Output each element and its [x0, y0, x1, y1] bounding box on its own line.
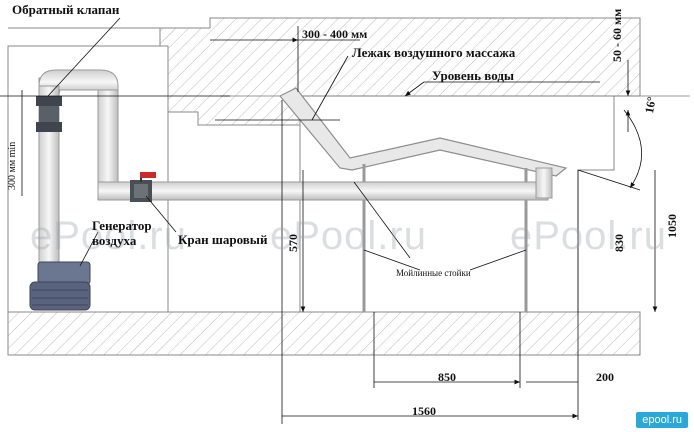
check-valve-icon — [36, 96, 62, 132]
label-830: 830 — [612, 234, 626, 252]
watermark: ePool.ru — [30, 214, 187, 258]
label-1560: 1560 — [412, 404, 436, 418]
label-posts: Мойлинные стойки — [396, 268, 471, 278]
label-850: 850 — [438, 370, 456, 384]
label-300-400: 300 - 400 мм — [302, 27, 368, 41]
brand-logo: epool.ru — [636, 412, 688, 428]
label-1050: 1050 — [665, 214, 679, 238]
watermark: ePool.ru — [270, 214, 427, 258]
label-200: 200 — [596, 370, 614, 384]
label-water-level: Уровень воды — [432, 68, 515, 83]
label-gap-50-60: 50 - 60 мм — [610, 8, 624, 62]
air-piping — [38, 69, 553, 269]
label-check-valve: Обратный клапан — [12, 2, 120, 17]
label-angle: 16° — [642, 95, 659, 115]
label-570: 570 — [286, 234, 300, 252]
watermark: ePool.ru — [510, 214, 667, 258]
air-generator-icon — [29, 261, 91, 311]
label-ball-valve: Кран шаровый — [178, 232, 268, 247]
dimension-lines — [0, 17, 658, 424]
label-generator-1: Генератор — [92, 218, 152, 233]
label-generator-2: воздуха — [92, 233, 137, 248]
label-300-min: 300 мм min — [7, 141, 18, 190]
label-bench: Лежак воздушного массажа — [352, 45, 516, 60]
